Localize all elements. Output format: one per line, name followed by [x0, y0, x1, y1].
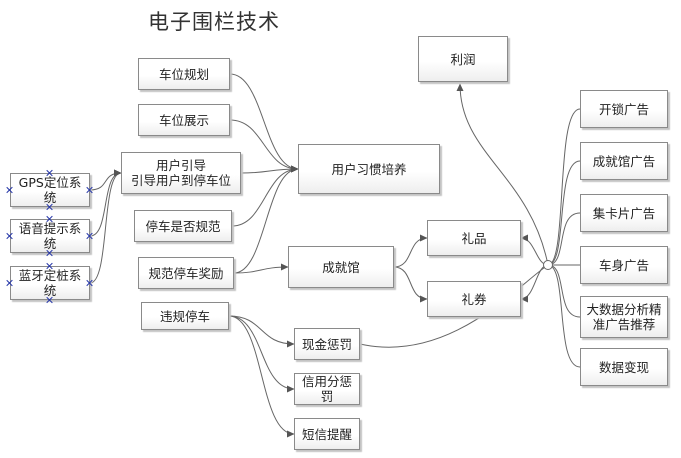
- node-bigdata-ad[interactable]: 大数据分析精 准广告推荐: [580, 296, 668, 338]
- connector-card-ad-to-hub: [547, 212, 581, 266]
- node-parking-compliance[interactable]: 停车是否规范: [134, 210, 232, 242]
- connector-hall-ad-to-hub: [547, 160, 581, 266]
- node-bike-ad[interactable]: 车身广告: [580, 246, 668, 284]
- node-voice[interactable]: 语音提示系 统: [10, 219, 90, 253]
- selection-handle-icon[interactable]: [47, 170, 53, 176]
- diagram-title: 电子围栏技术: [148, 10, 280, 34]
- node-achievement-hall[interactable]: 成就馆: [288, 246, 394, 288]
- connector-voice-to-user-guide: [89, 169, 122, 237]
- selection-handle-icon[interactable]: [7, 187, 13, 193]
- node-parking-plan[interactable]: 车位规划: [138, 58, 230, 90]
- connector-illegal-parking-to-cash-penalty: [228, 315, 295, 348]
- selection-handle-icon[interactable]: [47, 216, 53, 222]
- node-parking-display[interactable]: 车位展示: [138, 104, 230, 136]
- selection-handle-icon[interactable]: [47, 250, 53, 256]
- selection-handle-icon[interactable]: [87, 233, 93, 239]
- selection-handle-icon[interactable]: [47, 297, 53, 303]
- connector-parking-reward-to-achievement-hall: [233, 263, 289, 274]
- connector-bigdata-ad-to-hub: [547, 264, 581, 318]
- connector-unlock-ad-to-hub: [547, 108, 581, 266]
- node-gift[interactable]: 礼品: [427, 220, 521, 256]
- node-gps[interactable]: GPS定位系 统: [10, 173, 90, 207]
- selection-handle-icon[interactable]: [87, 280, 93, 286]
- node-data-monetize[interactable]: 数据变现: [580, 348, 668, 386]
- connector-illegal-parking-to-credit-penalty: [228, 315, 295, 393]
- node-profit[interactable]: 利润: [418, 36, 508, 82]
- selection-handle-icon[interactable]: [87, 187, 93, 193]
- connector-hub-to-coupon: [520, 264, 549, 303]
- selection-handle-icon[interactable]: [47, 263, 53, 269]
- connector-illegal-parking-to-sms-reminder: [228, 315, 295, 438]
- node-illegal-parking[interactable]: 违规停车: [141, 302, 229, 330]
- connector-achievement-hall-to-coupon: [393, 266, 428, 303]
- node-parking-reward[interactable]: 规范停车奖励: [138, 257, 234, 289]
- node-user-guide[interactable]: 用户引导 引导用户到停车位: [121, 152, 241, 194]
- selection-handle-icon[interactable]: [7, 233, 13, 239]
- node-cash-penalty[interactable]: 现金惩罚: [294, 328, 360, 360]
- node-hall-ad[interactable]: 成就馆广告: [580, 142, 668, 180]
- node-coupon[interactable]: 礼券: [427, 281, 521, 317]
- selection-handle-icon[interactable]: [7, 280, 13, 286]
- connector-data-monetize-to-hub: [547, 264, 581, 368]
- node-sms-reminder[interactable]: 短信提醒: [294, 418, 360, 450]
- connector-bluetooth-to-user-guide: [89, 169, 122, 284]
- node-unlock-ad[interactable]: 开锁广告: [580, 90, 668, 128]
- connector-user-guide-to-user-habit: [240, 165, 299, 174]
- connector-gps-to-user-guide: [89, 169, 122, 191]
- node-bluetooth[interactable]: 蓝牙定桩系 统: [10, 266, 90, 300]
- node-credit-penalty[interactable]: 信用分惩 罚: [294, 373, 360, 405]
- connector-achievement-hall-to-gift: [393, 234, 428, 268]
- node-card-ad[interactable]: 集卡片广告: [580, 194, 668, 232]
- hub-junction: [543, 260, 553, 270]
- node-user-habit[interactable]: 用户习惯培养: [298, 144, 440, 194]
- selection-handle-icon[interactable]: [47, 204, 53, 210]
- connector-parking-compliance-to-user-habit: [231, 165, 299, 227]
